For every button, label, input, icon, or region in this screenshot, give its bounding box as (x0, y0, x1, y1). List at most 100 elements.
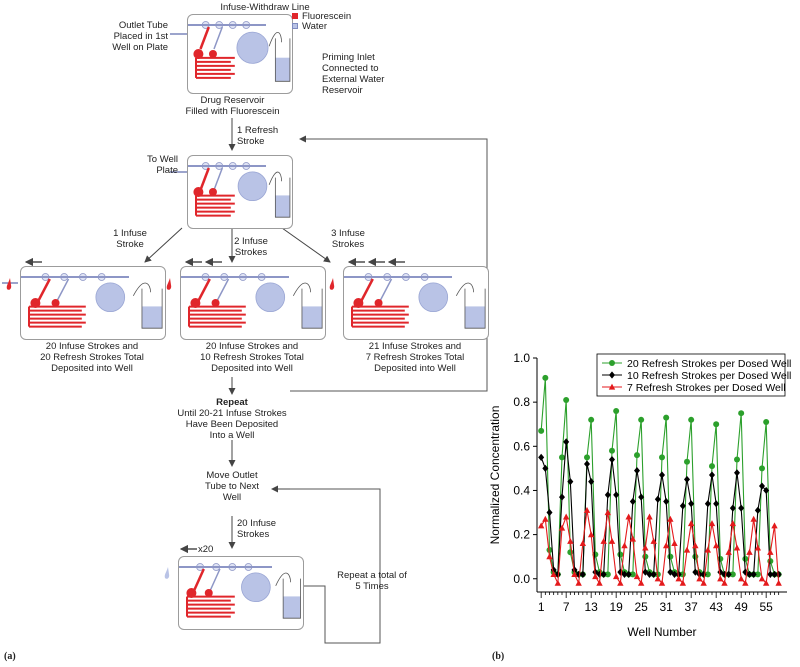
x-axis-label: Well Number (627, 625, 696, 639)
data-point (662, 542, 670, 549)
repeat-body: Until 20-21 Infuse Strokes Have Been Dep… (177, 408, 287, 441)
legend-box (596, 353, 786, 397)
outlet-tube-label: Outlet Tube Placed in 1st Well on Plate (112, 20, 168, 53)
priming-inlet-label: Priming Inlet Connected to External Wate… (322, 52, 385, 96)
data-point (667, 553, 674, 560)
data-point (759, 465, 765, 472)
data-point (650, 537, 657, 544)
data-point (713, 500, 720, 508)
microfluidic-chip-icon (181, 273, 323, 329)
to-well-plate-label: To Well Plate (147, 154, 178, 176)
data-point (659, 454, 665, 461)
x-tick-label: 37 (684, 600, 698, 614)
data-point (692, 542, 699, 549)
data-point (588, 416, 595, 423)
x-tick-label: 55 (759, 600, 773, 614)
data-point (688, 416, 695, 423)
microfluidic-chip-icon (188, 21, 291, 82)
data-point (754, 544, 762, 551)
data-point (600, 537, 607, 544)
data-point (542, 374, 549, 381)
data-point (579, 540, 587, 547)
data-point (767, 570, 774, 578)
data-point (542, 515, 549, 522)
x-tick-label: 7 (563, 600, 570, 614)
data-point (734, 469, 740, 477)
data-point (596, 579, 603, 586)
data-point (738, 504, 745, 512)
data-point (742, 555, 749, 562)
data-point (612, 573, 620, 580)
chip-refresh (187, 155, 293, 229)
data-point (704, 571, 711, 578)
data-point (696, 575, 703, 582)
data-point (684, 475, 690, 484)
data-point (575, 579, 582, 586)
data-point (717, 575, 724, 582)
data-point (634, 466, 640, 475)
fluorescein-swatch (292, 13, 298, 19)
data-point (563, 438, 570, 446)
legend-entry: 20 Refresh Strokes per Dosed Well (627, 358, 791, 370)
data-point (721, 579, 728, 586)
legend-marker (608, 383, 616, 390)
legend-fluorescein: Fluorescein (302, 11, 352, 22)
x-tick-label: 13 (584, 600, 598, 614)
data-point (559, 454, 565, 461)
microfluidic-chip-icon (21, 273, 163, 329)
data-point (737, 575, 745, 582)
data-point (604, 509, 612, 516)
data-point (754, 506, 761, 514)
legend-marker (609, 360, 615, 366)
data-point (746, 548, 753, 555)
data-point (775, 579, 782, 586)
data-point (592, 573, 599, 580)
data-point (687, 520, 695, 527)
data-point (613, 407, 620, 414)
data-point (734, 456, 740, 463)
chip-2-infuse (180, 266, 326, 340)
data-point (733, 544, 741, 551)
branch-2-label: 2 Infuse Strokes (234, 236, 268, 258)
data-point (750, 515, 757, 522)
loop-repeat-5 (276, 488, 381, 644)
legend-entry: 7 Refresh Strokes per Dosed Well (627, 382, 786, 394)
data-point (583, 506, 591, 513)
data-point (634, 452, 640, 459)
data-point (663, 414, 670, 421)
microfluidic-chip-icon (179, 563, 301, 619)
legend-marker (609, 371, 615, 379)
data-point (742, 568, 749, 576)
data-point (717, 555, 724, 562)
data-point (584, 454, 590, 461)
move-outlet-label: Move Outlet Tube to Next Well (204, 470, 260, 503)
data-point (738, 410, 745, 417)
panel-a-label: (a) (4, 651, 16, 662)
data-point (546, 547, 553, 554)
data-point (713, 421, 720, 428)
data-point (684, 458, 690, 465)
refresh-stroke-label: 1 Refresh Stroke (237, 125, 279, 147)
data-point (759, 482, 765, 490)
x-tick-label: 49 (734, 600, 748, 614)
data-point (767, 548, 774, 555)
infuse-20-label: 20 Infuse Strokes (237, 518, 277, 540)
data-point (754, 571, 761, 578)
data-point (629, 535, 637, 542)
data-point (609, 455, 615, 464)
result-3-label: 21 Infuse Strokes and 7 Refresh Strokes … (365, 341, 465, 374)
branch-3-label: 3 Infuse Strokes (331, 228, 365, 250)
data-point (729, 571, 736, 578)
data-point (617, 551, 624, 558)
infuse-withdraw-line-label: Infuse-Withdraw Line (220, 2, 310, 13)
data-point (712, 542, 720, 549)
arrow-branch-3 (281, 227, 331, 263)
data-point (642, 544, 649, 551)
repeat-5-label: Repeat a total of 5 Times (337, 570, 407, 592)
x-tick-label: 25 (634, 600, 648, 614)
arrow-branch-1 (144, 227, 183, 263)
data-point (675, 575, 682, 582)
data-point (667, 515, 674, 522)
data-point (717, 568, 724, 576)
